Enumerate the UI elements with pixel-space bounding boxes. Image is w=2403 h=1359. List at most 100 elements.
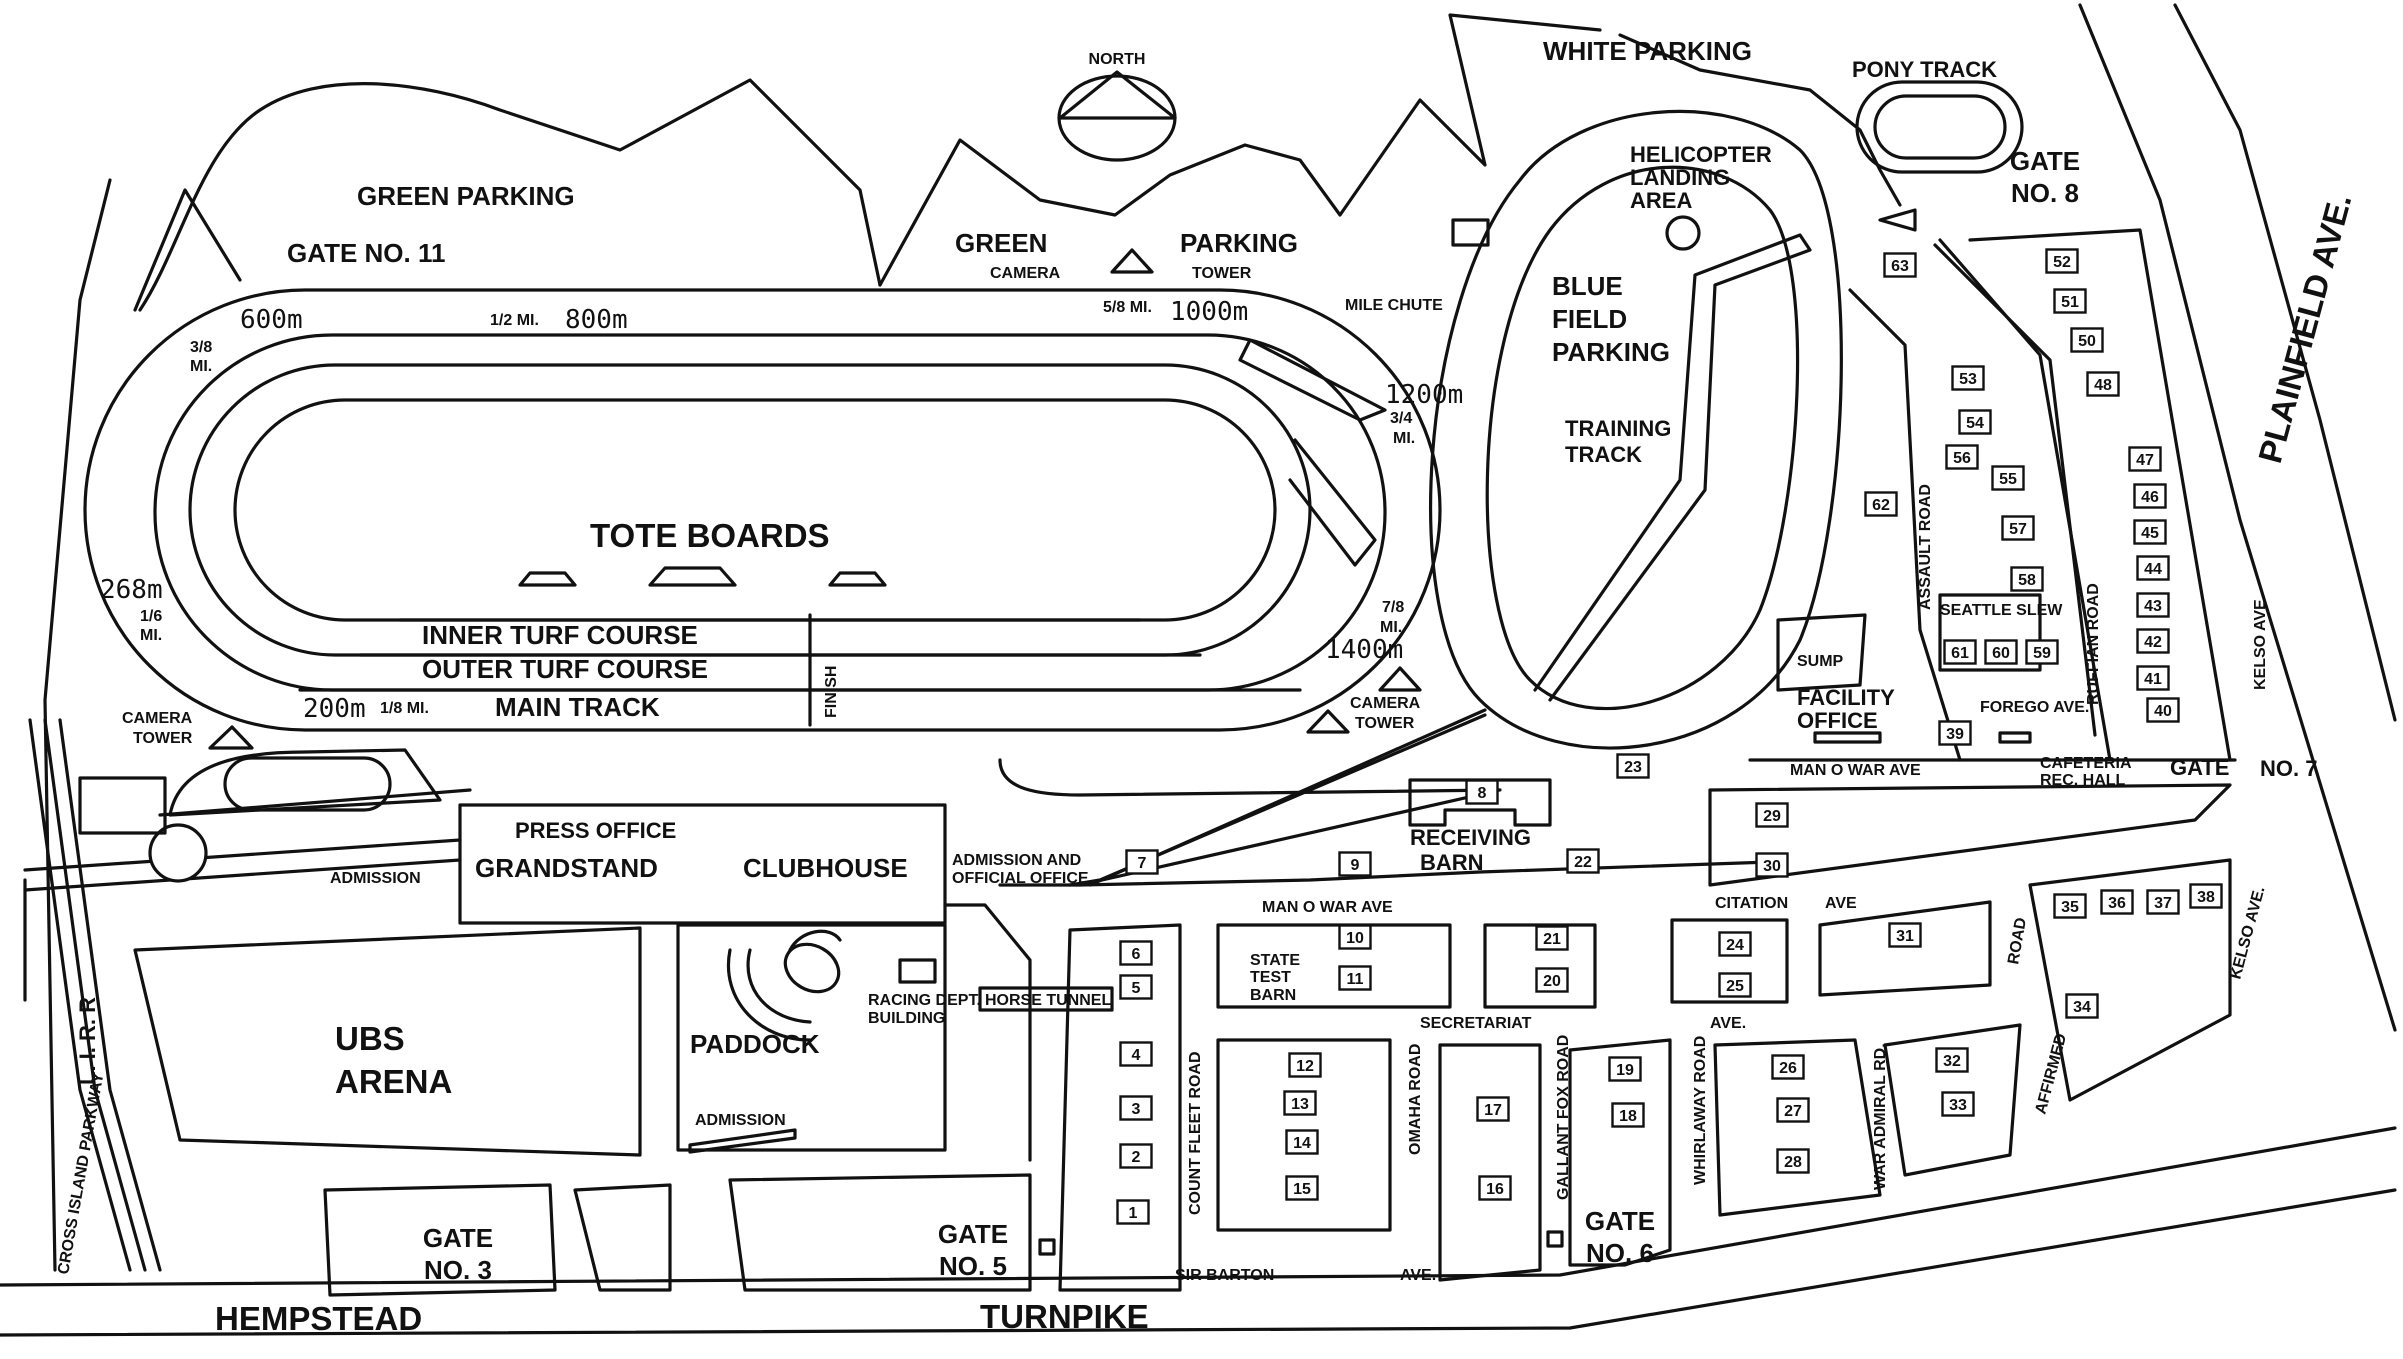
barn-58: 58 bbox=[2010, 566, 2044, 592]
barn-box-25 bbox=[1718, 972, 1752, 998]
barn-box-63 bbox=[1883, 252, 1917, 278]
barn-63: 63 bbox=[1883, 252, 1917, 278]
sump-outline bbox=[1776, 613, 1867, 692]
marker-three-eighth-a: 3/8 bbox=[190, 339, 212, 356]
barn-number-43: 43 bbox=[2144, 598, 2162, 615]
sir-barton-ave-label: AVE. bbox=[1400, 1267, 1436, 1284]
barn-box-47 bbox=[2128, 446, 2162, 472]
barn-box-21 bbox=[1535, 925, 1569, 951]
barn-box-36 bbox=[2100, 889, 2134, 915]
gate-3-label-1: GATE bbox=[423, 1223, 493, 1253]
barn-16: 16 bbox=[1478, 1175, 1512, 1201]
barn-box-1 bbox=[1116, 1199, 1150, 1225]
block-31 bbox=[1818, 900, 1992, 997]
marker-one-sixth-b: MI. bbox=[140, 627, 162, 644]
barn-box-26 bbox=[1771, 1054, 1805, 1080]
training-track-outer bbox=[1429, 109, 1843, 750]
barn-53: 53 bbox=[1951, 365, 1985, 391]
barn-52: 52 bbox=[2045, 248, 2079, 274]
barn-number-4: 4 bbox=[1132, 1047, 1141, 1064]
marker-three-quarter-b: MI. bbox=[1393, 430, 1415, 447]
parking-lot-oval-road bbox=[158, 788, 472, 817]
training-track-label-2: TRACK bbox=[1565, 442, 1642, 467]
block-34-38 bbox=[2028, 858, 2232, 1102]
barn-box-15 bbox=[1285, 1175, 1319, 1201]
barn-10: 10 bbox=[1338, 924, 1372, 950]
receiving-barn-label-1: RECEIVING bbox=[1410, 825, 1531, 850]
man-o-war-ave-label: MAN O WAR AVE bbox=[1262, 899, 1393, 916]
barn-62: 62 bbox=[1864, 491, 1898, 517]
pony-track-label: PONY TRACK bbox=[1852, 57, 1997, 82]
barn-box-31 bbox=[1888, 922, 1922, 948]
helicopter-pad-icon bbox=[1665, 215, 1701, 251]
white-parking-label: WHITE PARKING bbox=[1543, 36, 1752, 66]
block-18-19 bbox=[1568, 1038, 1672, 1267]
camera-left-label-2: TOWER bbox=[133, 730, 193, 747]
barn-20: 20 bbox=[1535, 967, 1569, 993]
barn-55: 55 bbox=[1991, 465, 2025, 491]
barn-number-15: 15 bbox=[1293, 1181, 1311, 1198]
barn-box-20 bbox=[1535, 967, 1569, 993]
barn-number-34: 34 bbox=[2073, 999, 2091, 1016]
barn-box-22 bbox=[1566, 848, 1600, 874]
barn-24: 24 bbox=[1718, 931, 1752, 957]
barn-number-32: 32 bbox=[1943, 1053, 1961, 1070]
barn-box-18 bbox=[1611, 1102, 1645, 1128]
lot-center bbox=[573, 1183, 672, 1292]
heli-label-1: HELICOPTER bbox=[1630, 142, 1772, 167]
training-track-chute bbox=[1533, 233, 1812, 702]
barn-number-11: 11 bbox=[1347, 971, 1364, 988]
barn-3: 3 bbox=[1119, 1095, 1153, 1121]
admission-office-label-2: OFFICIAL OFFICE bbox=[952, 870, 1089, 887]
barn-box-58 bbox=[2010, 566, 2044, 592]
turnpike-label: TURNPIKE bbox=[980, 1298, 1149, 1335]
barn-box-14 bbox=[1285, 1129, 1319, 1155]
kelso-ave-label-1: KELSO AVE. bbox=[2227, 885, 2268, 981]
clubhouse-label: CLUBHOUSE bbox=[743, 853, 908, 883]
grandstand-building bbox=[458, 803, 947, 925]
barn-number-55: 55 bbox=[1999, 471, 2017, 488]
barn-box-42 bbox=[2136, 628, 2170, 654]
track-rail-2 bbox=[153, 333, 1387, 692]
green-parking-lower bbox=[878, 13, 1602, 287]
barn-box-39 bbox=[1938, 720, 1972, 746]
marker-half-mile: 1/2 MI. bbox=[490, 312, 539, 329]
block-29-30 bbox=[1708, 783, 2232, 887]
barn-number-28: 28 bbox=[1784, 1154, 1802, 1171]
parking-boundaries bbox=[133, 13, 1902, 312]
barn-box-50 bbox=[2070, 327, 2104, 353]
count-fleet-label: COUNT FLEET ROAD bbox=[1187, 1051, 1204, 1215]
mile-chute bbox=[1238, 338, 1387, 422]
barn-number-20: 20 bbox=[1543, 973, 1561, 990]
barn-13: 13 bbox=[1283, 1090, 1317, 1116]
camera-towers bbox=[208, 248, 1422, 750]
barn-number-31: 31 bbox=[1896, 928, 1914, 945]
forego-label: FOREGO AVE. bbox=[1980, 699, 2089, 716]
barn-number-59: 59 bbox=[2033, 645, 2051, 662]
barn-36: 36 bbox=[2100, 889, 2134, 915]
barn-box-24 bbox=[1718, 931, 1752, 957]
ubs-arena-label-2: ARENA bbox=[335, 1063, 452, 1100]
barn-number-25: 25 bbox=[1726, 978, 1744, 995]
barn-number-22: 22 bbox=[1574, 854, 1592, 871]
pony-track bbox=[1855, 80, 2024, 174]
small-oval-track bbox=[223, 756, 392, 812]
marker-three-eighth-b: MI. bbox=[190, 358, 212, 375]
barn-box-23 bbox=[1616, 753, 1650, 779]
barn-number-42: 42 bbox=[2144, 634, 2162, 651]
facility-office-bar bbox=[1813, 731, 1882, 744]
lot-gate-5 bbox=[728, 1173, 1032, 1292]
barn-number-7: 7 bbox=[1138, 855, 1147, 872]
block-26-28 bbox=[1713, 1038, 1882, 1217]
heli-label-3: AREA bbox=[1630, 188, 1692, 213]
barn-box-5 bbox=[1119, 974, 1153, 1000]
hempstead-label: HEMPSTEAD bbox=[215, 1300, 422, 1337]
barn-32: 32 bbox=[1935, 1047, 1969, 1073]
admission-office-label-1: ADMISSION AND bbox=[952, 852, 1081, 869]
barn-11: 11 bbox=[1338, 965, 1372, 991]
secretariat-label: SECRETARIAT bbox=[1420, 1015, 1532, 1032]
barn-number-23: 23 bbox=[1624, 759, 1642, 776]
barn-1: 1 bbox=[1116, 1199, 1150, 1225]
marker-one-sixth-a: 1/6 bbox=[140, 608, 162, 625]
citation-ave-label: AVE bbox=[1825, 895, 1857, 912]
